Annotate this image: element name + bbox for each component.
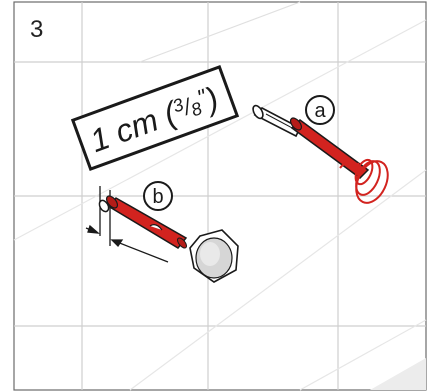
mirror-disc (189, 229, 239, 283)
callout-b-letter: b (152, 186, 163, 208)
callout-b: b (143, 181, 173, 211)
callout-a-letter: a (314, 100, 326, 122)
dimension-plate (70, 64, 240, 172)
shadow-wedge (370, 358, 426, 390)
wall-anchor-b (105, 195, 188, 249)
screw-head-b (98, 199, 110, 213)
dimension-label: 1 cm (3/8") (70, 64, 240, 172)
step-number: 3 (30, 16, 44, 43)
callout-a: a (305, 95, 335, 125)
rotation-arrow-icon (339, 158, 389, 204)
dimension-lines (85, 186, 169, 263)
tile-wall (13, 1, 427, 391)
